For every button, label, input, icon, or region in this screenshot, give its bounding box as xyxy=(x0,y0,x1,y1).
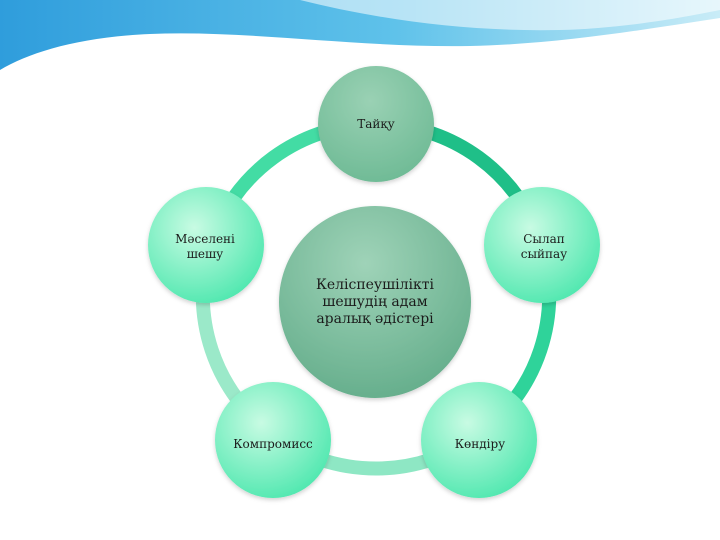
node-circle-kompromiss xyxy=(215,382,331,498)
center-circle xyxy=(279,206,471,398)
node-circle-taiqu xyxy=(318,66,434,182)
header-wave xyxy=(0,0,720,70)
node-circle-maseleni-sheshu xyxy=(148,187,264,303)
node-circle-kondiru xyxy=(421,382,537,498)
node-circle-sylap-syipau xyxy=(484,187,600,303)
